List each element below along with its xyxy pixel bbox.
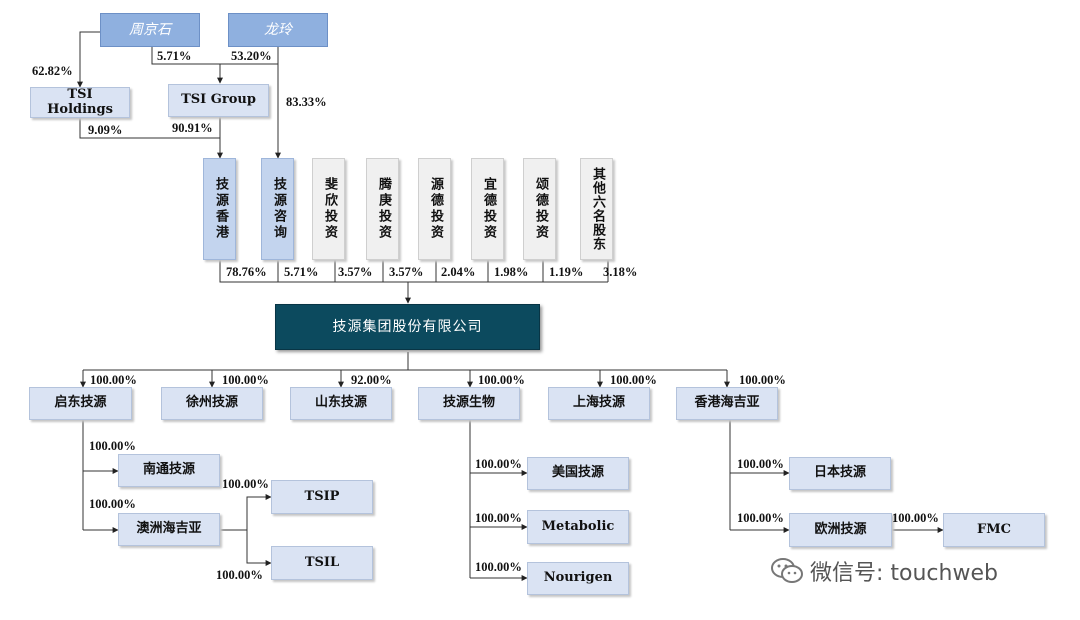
- node-europe-jiyuan: 欧洲技源: [789, 513, 892, 547]
- node-tenggeng-investment: 腾庚投资: [366, 158, 399, 260]
- pct-hk-share: 78.76%: [226, 265, 267, 279]
- node-nourigen: Nourigen: [527, 562, 629, 595]
- node-feixin-investment: 斐欣投资: [312, 158, 345, 260]
- pct-tsig-to-hk: 90.91%: [172, 121, 213, 135]
- node-yide-investment: 宜德投资: [471, 158, 504, 260]
- wechat-icon: [771, 558, 803, 583]
- node-other-shareholders: 其他六名股东: [580, 158, 613, 260]
- pct-tsih-to-hk: 9.09%: [88, 123, 123, 137]
- node-metabolic: Metabolic: [527, 510, 629, 544]
- pct-feixin-share: 3.57%: [338, 265, 373, 279]
- pct-long-to-consult: 83.33%: [286, 95, 327, 109]
- node-tsil: TSIL: [271, 546, 373, 580]
- node-jiyuan-hk: 技源香港: [203, 158, 236, 260]
- pct-tsil: 100.00%: [216, 568, 263, 582]
- pct-shandong: 92.00%: [351, 373, 392, 387]
- pct-nantong: 100.00%: [89, 439, 136, 453]
- pct-songde-share: 1.19%: [549, 265, 584, 279]
- pct-hk-haijiya: 100.00%: [739, 373, 786, 387]
- node-jiyuan-bio: 技源生物: [418, 387, 520, 420]
- pct-zhou-to-tsi-holdings: 62.82%: [32, 64, 73, 78]
- node-tsi-group: TSI Group: [168, 84, 269, 117]
- node-songde-investment: 颂德投资: [523, 158, 556, 260]
- owner-long-ling: 龙玲: [228, 13, 328, 47]
- watermark-text: 微信号: touchweb: [810, 561, 998, 586]
- pct-japan: 100.00%: [737, 457, 784, 471]
- node-hk-haijiya: 香港海吉亚: [676, 387, 778, 420]
- node-qidong-jiyuan: 启东技源: [29, 387, 132, 420]
- pct-long-to-tsi-group: 53.20%: [231, 49, 272, 63]
- pct-metabolic: 100.00%: [475, 511, 522, 525]
- node-shandong-jiyuan: 山东技源: [290, 387, 392, 420]
- node-japan-jiyuan: 日本技源: [789, 457, 891, 490]
- pct-fmc: 100.00%: [892, 511, 939, 525]
- pct-yuande-share: 2.04%: [441, 265, 476, 279]
- pct-nourigen: 100.00%: [475, 560, 522, 574]
- pct-zhou-to-tsi-group: 5.71%: [157, 49, 192, 63]
- pct-tenggeng-share: 3.57%: [389, 265, 424, 279]
- pct-yide-share: 1.98%: [494, 265, 529, 279]
- node-xuzhou-jiyuan: 徐州技源: [161, 387, 263, 420]
- owner-zhou-jingshi: 周京石: [100, 13, 200, 47]
- node-us-jiyuan: 美国技源: [527, 457, 629, 490]
- pct-tsip: 100.00%: [222, 477, 269, 491]
- pct-consult-share: 5.71%: [284, 265, 319, 279]
- pct-us: 100.00%: [475, 457, 522, 471]
- node-au-haijiya: 澳洲海吉亚: [118, 513, 220, 546]
- node-fmc: FMC: [943, 513, 1045, 547]
- node-nantong-jiyuan: 南通技源: [118, 454, 220, 487]
- pct-shanghai: 100.00%: [610, 373, 657, 387]
- node-yuande-investment: 源德投资: [418, 158, 451, 260]
- node-tsi-holdings: TSI Holdings: [30, 87, 130, 118]
- node-jiyuan-group: 技源集团股份有限公司: [275, 304, 540, 350]
- watermark: 微信号: touchweb: [770, 555, 998, 587]
- node-tsip: TSIP: [271, 480, 373, 514]
- node-shanghai-jiyuan: 上海技源: [548, 387, 650, 420]
- pct-bio: 100.00%: [478, 373, 525, 387]
- node-jiyuan-consult: 技源咨询: [261, 158, 294, 260]
- pct-qidong: 100.00%: [90, 373, 137, 387]
- pct-au-haijiya: 100.00%: [89, 497, 136, 511]
- pct-others-share: 3.18%: [603, 265, 638, 279]
- pct-europe: 100.00%: [737, 511, 784, 525]
- pct-xuzhou: 100.00%: [222, 373, 269, 387]
